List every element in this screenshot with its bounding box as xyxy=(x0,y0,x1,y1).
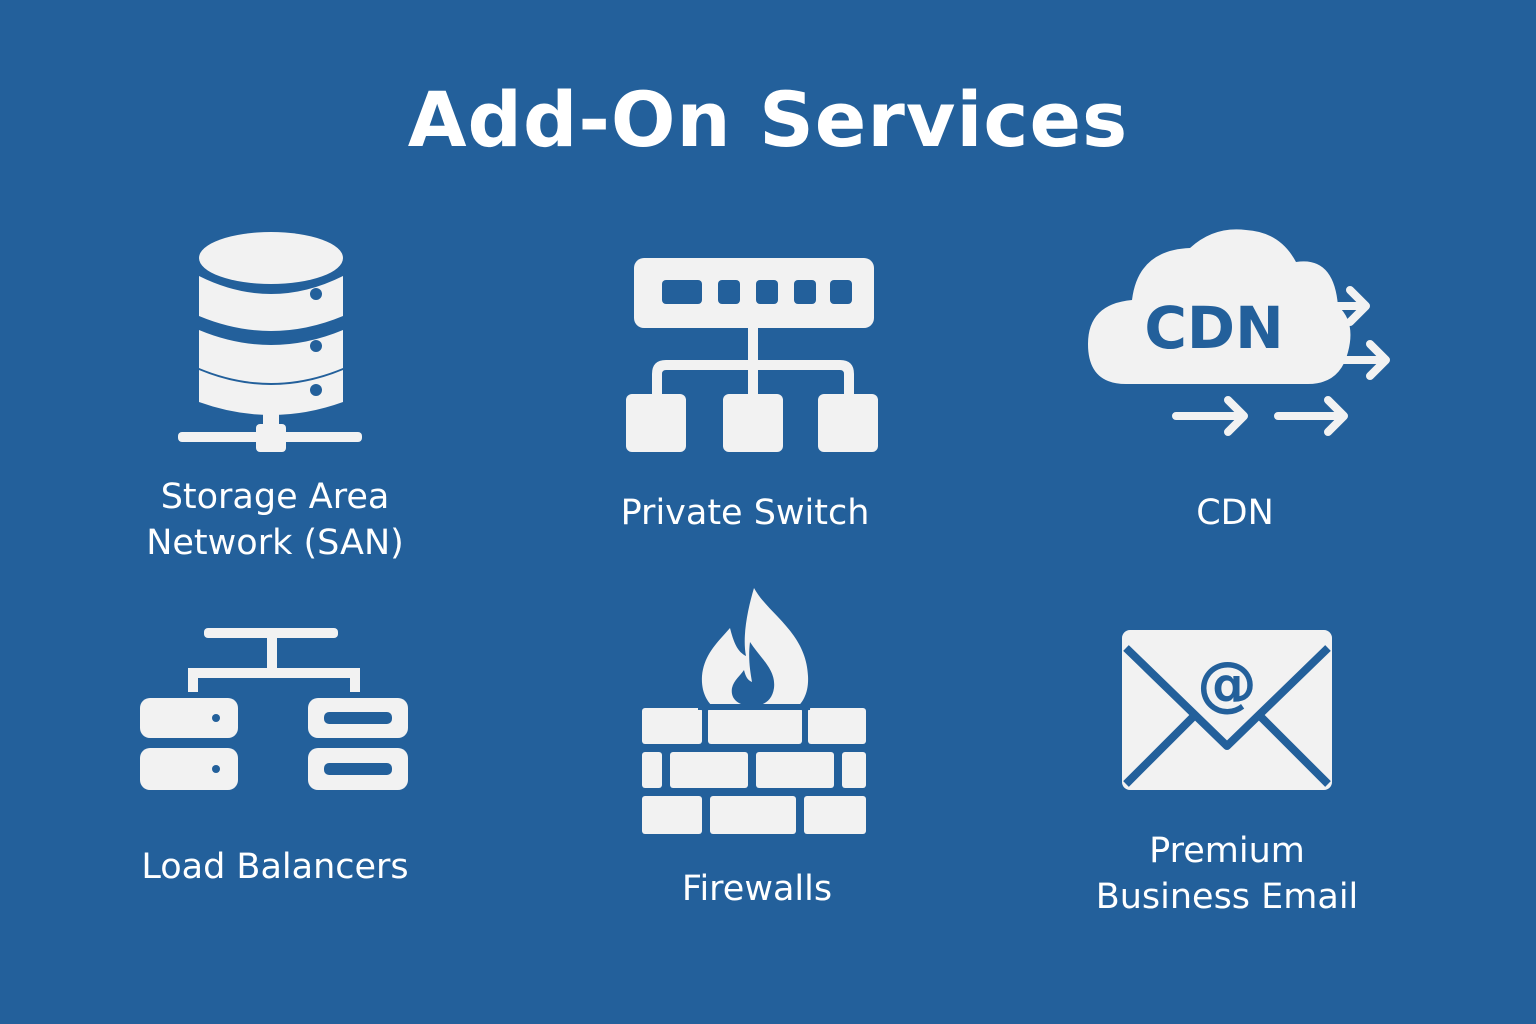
cdn-label: CDN xyxy=(1196,493,1274,533)
email-icon-text: @ xyxy=(1197,649,1257,719)
email-envelope-icon: @ xyxy=(1120,628,1334,792)
san-label-line2: Network (SAN) xyxy=(146,523,404,563)
load-balancers-label: Load Balancers xyxy=(141,847,409,887)
firewalls-label: Firewalls xyxy=(681,869,833,909)
private-switch-label: Private Switch xyxy=(620,493,870,533)
load-balancer-icon xyxy=(138,626,410,792)
network-switch-icon xyxy=(626,256,880,454)
san-label-line1: Storage Area xyxy=(160,477,390,517)
email-label-line2: Business Email xyxy=(1095,877,1359,917)
cdn-icon-text: CDN xyxy=(1144,294,1283,362)
page-title: Add-On Services xyxy=(407,75,1129,164)
email-label: Premium Business Email xyxy=(1052,828,1402,920)
database-server-icon xyxy=(176,228,366,458)
email-label-line1: Premium xyxy=(1149,831,1305,871)
firewall-icon xyxy=(638,584,870,838)
cloud-cdn-icon: CDN xyxy=(1086,226,1396,442)
san-label: Storage Area Network (SAN) xyxy=(100,474,450,566)
